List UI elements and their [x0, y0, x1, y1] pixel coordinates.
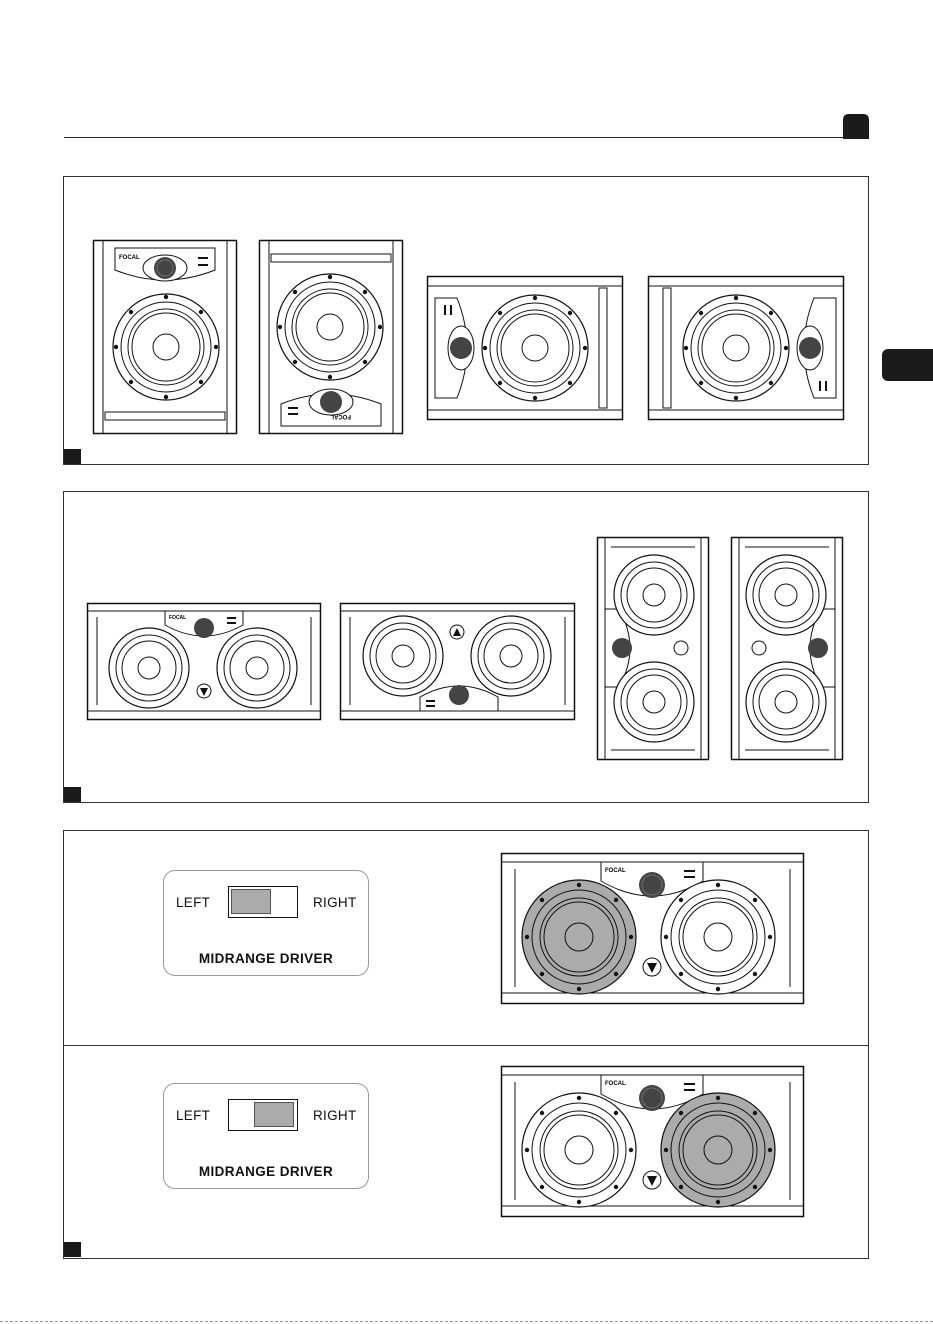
center-speaker-left-woofer-active: FOCAL	[501, 853, 804, 1004]
switch-left-label: LEFT	[176, 895, 210, 910]
center-speaker-right-woofer-active: FOCAL	[501, 1066, 804, 1217]
svg-text:FOCAL: FOCAL	[605, 868, 626, 874]
switch-track	[228, 886, 298, 918]
center-speaker-vertical-tweeter-right	[731, 537, 843, 760]
svg-text:FOCAL: FOCAL	[330, 413, 351, 419]
switch-right-label: RIGHT	[313, 1108, 357, 1123]
midrange-switch-right-selected: LEFT RIGHT MIDRANGE DRIVER	[163, 1083, 369, 1189]
speaker-horizontal-tweeter-right	[648, 276, 844, 420]
figure-number-marker-3	[64, 1242, 81, 1257]
speaker-horizontal-tweeter-left	[427, 276, 623, 420]
center-speaker-tweeter-top: FOCAL	[87, 603, 321, 720]
switch-track	[228, 1099, 298, 1131]
header-rule	[64, 137, 869, 138]
figure-number-marker-1	[64, 449, 81, 464]
switch-knob-right	[254, 1102, 294, 1127]
language-side-tab	[882, 349, 933, 381]
switch-caption: MIDRANGE DRIVER	[164, 951, 368, 966]
figure-number-marker-2	[64, 787, 81, 802]
center-speaker-vertical-tweeter-left	[597, 537, 709, 760]
svg-text:FOCAL: FOCAL	[605, 1081, 626, 1087]
switch-left-label: LEFT	[176, 1108, 210, 1123]
speaker-vertical-tweeter-top: FOCAL	[93, 240, 237, 434]
page-badge	[843, 114, 869, 139]
switch-caption: MIDRANGE DRIVER	[164, 1164, 368, 1179]
midrange-switch-left-selected: LEFT RIGHT MIDRANGE DRIVER	[163, 870, 369, 976]
speaker-vertical-tweeter-bottom: FOCAL	[259, 240, 403, 434]
svg-text:FOCAL: FOCAL	[119, 255, 140, 261]
page-bottom-edge	[0, 1321, 933, 1322]
switch-knob-left	[231, 889, 271, 914]
center-speaker-tweeter-bottom	[340, 603, 575, 720]
svg-text:FOCAL: FOCAL	[169, 615, 186, 621]
switch-right-label: RIGHT	[313, 895, 357, 910]
panel-3-divider	[63, 1045, 869, 1046]
